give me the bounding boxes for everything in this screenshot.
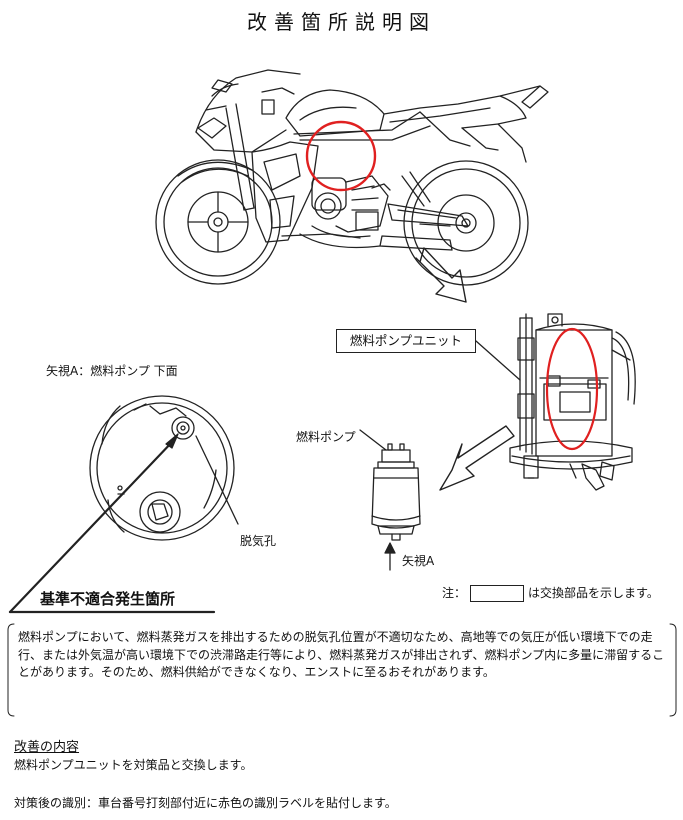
improvement-body: 燃料ポンプユニットを対策品と交換します。 bbox=[14, 758, 253, 772]
fuel-pump-unit-label: 燃料ポンプユニット bbox=[336, 329, 476, 353]
highlight-circle-pump-unit bbox=[545, 327, 599, 451]
defect-pointer-arrow bbox=[8, 438, 176, 614]
description-bracket bbox=[7, 623, 677, 717]
vent-hole-label: 脱気孔 bbox=[240, 534, 277, 548]
defect-location-heading: 基準不適合発生箇所 bbox=[40, 590, 176, 608]
motorcycle-drawing bbox=[155, 69, 549, 303]
identification-note: 対策後の識別：車台番号打刻部付近に赤色の識別ラベルを貼付します。 bbox=[14, 796, 397, 810]
view-a-arrow-label: 矢視A bbox=[402, 554, 435, 568]
fuel-pump-drawing bbox=[359, 429, 421, 571]
note-prefix: 注： bbox=[442, 586, 467, 600]
fuel-pump-unit-drawing bbox=[475, 313, 636, 491]
note-legend-box bbox=[470, 585, 525, 602]
view-a-drawing bbox=[89, 395, 239, 541]
replacement-note: 注： は交換部品を示します。 bbox=[442, 584, 659, 602]
view-a-title: 矢視A：燃料ポンプ 下面 bbox=[46, 364, 178, 378]
note-suffix: は交換部品を示します。 bbox=[528, 586, 659, 600]
arrow-to-fuel-pump bbox=[439, 425, 515, 491]
improvement-heading: 改善の内容 bbox=[14, 740, 80, 755]
highlight-circle-bike bbox=[305, 120, 377, 192]
defect-description: 燃料ポンプにおいて、燃料蒸発ガスを排出するための脱気孔位置が不適切なため、高地等… bbox=[18, 630, 665, 679]
fuel-pump-label: 燃料ポンプ bbox=[296, 430, 356, 444]
page-title: 改善箇所説明図 bbox=[247, 10, 436, 34]
